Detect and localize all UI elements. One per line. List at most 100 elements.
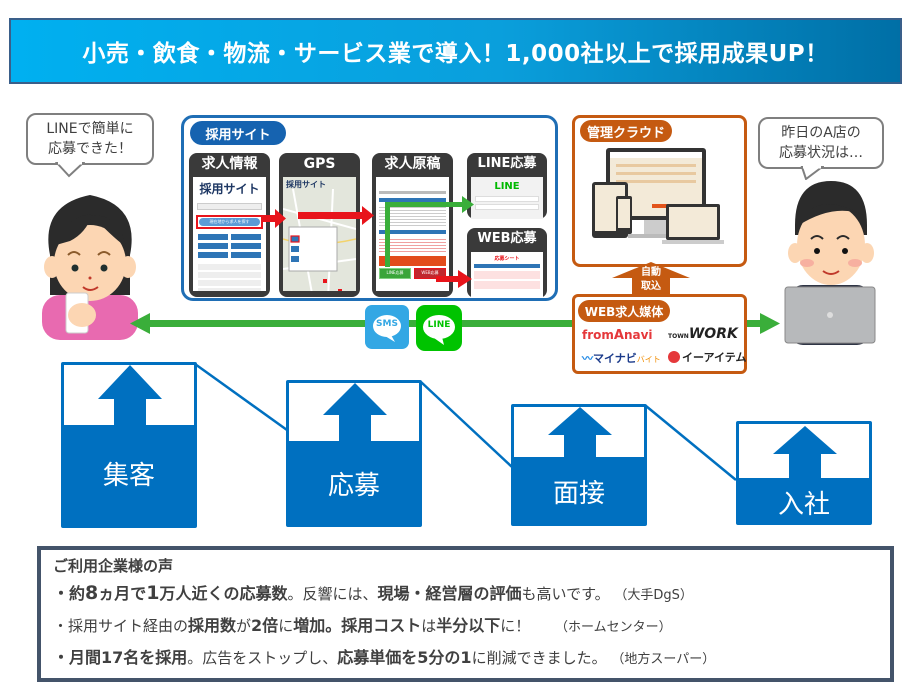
step-label: 入社 bbox=[777, 490, 830, 520]
logo-part: from bbox=[582, 328, 614, 342]
funnel-step-interview: 面接 bbox=[511, 404, 647, 526]
line-logo-text: LINE bbox=[494, 181, 520, 192]
mynavi-logo: 〰マイナビバイト bbox=[582, 350, 661, 366]
phone-job-posting: 求人原稿 LINE応募 WEB応募 bbox=[372, 153, 453, 297]
voice-text: 万人近くの応募数 bbox=[159, 584, 288, 603]
step-label: 応募 bbox=[327, 471, 380, 501]
line-label: LINE bbox=[427, 320, 451, 330]
voices-title: ご利用企業様の声 bbox=[53, 557, 174, 575]
page-title: 小売・飲食・物流・サービス業で導入！1,000社以上で採用成果UP！ bbox=[82, 41, 829, 67]
voice-text: 1 bbox=[146, 582, 160, 604]
devices-illustration bbox=[592, 148, 724, 244]
phone-gps: GPS 採用サイト bbox=[279, 153, 360, 297]
keyword-input bbox=[197, 203, 262, 210]
voice-text: 採用数 bbox=[188, 616, 237, 635]
voice-line-1: ・約8ヵ月で1万人近くの応募数。反響には、現場・経営層の評価も高いです。 （大手… bbox=[53, 578, 878, 611]
bubble-line: LINEで簡単に bbox=[46, 121, 134, 137]
eitem-logo: イーアイテム bbox=[668, 349, 746, 365]
recruitment-site-panel bbox=[181, 115, 558, 301]
speech-bubble-applicant: LINEで簡単に 応募できた！ bbox=[26, 113, 154, 165]
sms-icon: SMS bbox=[365, 305, 409, 349]
voice-text: が bbox=[236, 617, 252, 635]
step-top bbox=[289, 383, 419, 441]
phone-job-info: 求人情報 採用サイト 現在地から求人を探す bbox=[189, 153, 270, 297]
line-apply-button: LINE応募 bbox=[379, 268, 411, 279]
screen-heading: 採用サイト bbox=[199, 182, 260, 196]
voice-text: は bbox=[421, 617, 437, 635]
auto-import-arrow bbox=[612, 262, 690, 298]
voice-text: 増加。採用コスト bbox=[293, 616, 422, 635]
step-label: 面接 bbox=[552, 479, 605, 509]
voice-text: 2倍 bbox=[251, 616, 279, 635]
voice-source: （大手DgS） bbox=[614, 588, 693, 603]
logo-part: WORK bbox=[688, 326, 738, 342]
townwork-logo: TOWNWORK bbox=[668, 326, 738, 342]
voice-text: に bbox=[278, 617, 294, 635]
area-list bbox=[198, 264, 261, 291]
woman-with-phone-illustration bbox=[42, 195, 138, 340]
phone-web-apply: WEB応募 応募シート bbox=[467, 228, 547, 298]
phone-screen: 採用サイト 現在地から求人を探す bbox=[193, 177, 266, 291]
logo-part: TOWN bbox=[668, 333, 689, 340]
manager-with-laptop-illustration bbox=[784, 181, 876, 345]
voice-text: に！ bbox=[500, 617, 531, 635]
web-apply-button: WEB応募 bbox=[414, 268, 446, 279]
gps-search-button: 現在地から求人を探す bbox=[199, 218, 260, 226]
line-app-icon: LINE bbox=[416, 305, 462, 351]
step-top bbox=[739, 424, 869, 478]
logo-part: バイト bbox=[636, 355, 661, 364]
bubble-tail bbox=[55, 162, 85, 178]
screen-heading: 応募シート bbox=[494, 256, 520, 262]
funnel-step-apply: 応募 bbox=[286, 380, 422, 527]
voice-text: 現場・経営層の評価 bbox=[377, 584, 522, 603]
voice-source: （地方スーパー） bbox=[611, 652, 716, 667]
phone-screen: LINE bbox=[471, 177, 543, 219]
voice-text: に削減できました。 bbox=[471, 649, 607, 667]
voice-source: （ホームセンター） bbox=[555, 620, 672, 635]
red-arrow-1 bbox=[261, 215, 277, 222]
arrow-right-head bbox=[760, 313, 780, 334]
bubble-line: 応募できた！ bbox=[48, 141, 132, 157]
sms-label: SMS bbox=[376, 319, 398, 329]
web-job-media-label: WEB求人媒体 bbox=[578, 300, 670, 322]
red-arrow-2 bbox=[298, 212, 364, 219]
voice-text: 半分以下 bbox=[436, 616, 501, 635]
speech-bubble-manager: 昨日のA店の 応募状況は… bbox=[758, 117, 884, 169]
bubble-line: 昨日のA店の bbox=[781, 125, 861, 141]
funnel-step-join: 入社 bbox=[736, 421, 872, 525]
site-flow-arrows bbox=[261, 196, 474, 288]
phone-title: LINE応募 bbox=[477, 156, 537, 171]
recruitment-site-label: 採用サイト bbox=[190, 121, 286, 145]
header-banner: 小売・飲食・物流・サービス業で導入！1,000社以上で採用成果UP！ bbox=[9, 18, 902, 84]
step-label: 集客 bbox=[102, 461, 155, 491]
up-arrow-icon bbox=[323, 383, 387, 441]
up-arrow-icon bbox=[548, 407, 612, 457]
phone-screen: LINE応募 WEB応募 bbox=[376, 177, 449, 291]
up-arrow-icon bbox=[98, 365, 162, 425]
funnel-step-attract: 集客 bbox=[61, 362, 197, 528]
arrow-left-head bbox=[130, 313, 150, 334]
phone-screen: 応募シート bbox=[471, 252, 543, 298]
map-screen: 採用サイト bbox=[283, 177, 356, 291]
voice-text: 。反響には、 bbox=[287, 585, 378, 603]
voice-text: 。広告をストップし、 bbox=[187, 649, 338, 667]
logo-part: navi bbox=[623, 328, 653, 342]
voice-text: ・月間17名を採用 bbox=[53, 648, 188, 667]
phone-title: 求人原稿 bbox=[384, 156, 441, 172]
step-top bbox=[64, 365, 194, 425]
funnel-connectors bbox=[194, 362, 737, 481]
green-arrow bbox=[385, 205, 390, 267]
phone-line-apply: LINE応募 LINE bbox=[467, 153, 547, 219]
logo-part: A bbox=[613, 328, 624, 343]
red-arrow-3 bbox=[436, 276, 460, 282]
mynavi-mark-icon: 〰 bbox=[582, 352, 593, 365]
logo-part: マイナビ bbox=[593, 352, 637, 365]
voice-line-3: ・月間17名を採用。広告をストップし、応募単価を5分の1に削減できました。 （地… bbox=[53, 643, 878, 675]
auto-import-line: 自動 bbox=[641, 267, 661, 278]
auto-import-line: 取込 bbox=[641, 281, 661, 292]
voice-text: ヵ月で bbox=[98, 584, 147, 603]
voice-text: 8 bbox=[85, 582, 99, 604]
eitem-mark-icon bbox=[668, 351, 680, 363]
category-buttons bbox=[198, 234, 261, 258]
customer-voices-panel: ご利用企業様の声 ・約8ヵ月で1万人近くの応募数。反響には、現場・経営層の評価も… bbox=[37, 546, 894, 682]
